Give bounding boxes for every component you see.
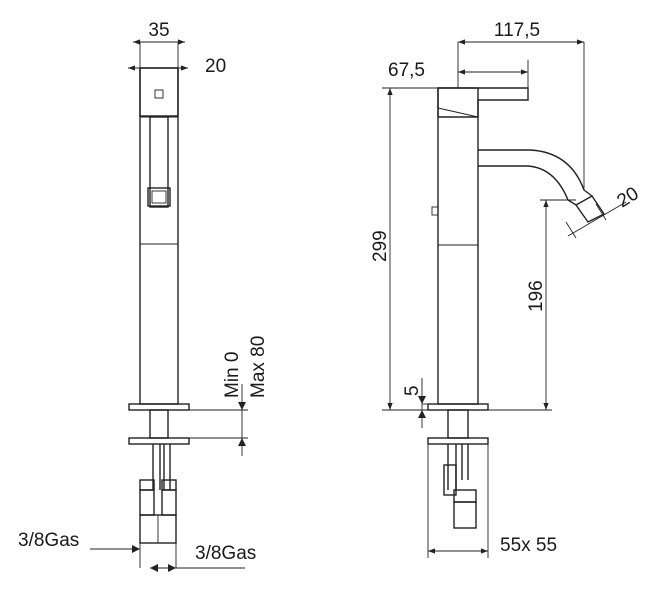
dim-20-handle: 20 — [205, 56, 226, 77]
dim-5: 5 — [402, 385, 423, 396]
dim-299: 299 — [370, 230, 391, 262]
hose-right-label: 3/8Gas — [195, 543, 256, 564]
dim-55x55: 55x 55 — [500, 535, 557, 556]
side-spout — [478, 149, 593, 197]
dim-deck-min: Min 0 — [222, 352, 243, 398]
dim-20-outlet: 20 — [614, 183, 643, 212]
front-base-plate — [128, 403, 190, 411]
front-handle — [139, 67, 179, 117]
side-view: 117,5 67,5 299 196 20 5 55x 55 — [370, 20, 643, 558]
front-body — [139, 67, 179, 405]
side-body — [437, 87, 479, 405]
side-handle — [437, 87, 529, 118]
hose-left-label: 3/8Gas — [18, 530, 79, 551]
dim-196: 196 — [526, 280, 547, 312]
dim-deck-max: Max 80 — [248, 336, 269, 398]
dim-35: 35 — [148, 20, 169, 41]
dim-117-5: 117,5 — [494, 20, 540, 41]
dim-67-5: 67,5 — [388, 60, 425, 81]
side-base-plate — [427, 403, 489, 411]
front-view: 35 20 Min 0 Max 80 3/8Gas 3/8Gas — [18, 20, 269, 572]
